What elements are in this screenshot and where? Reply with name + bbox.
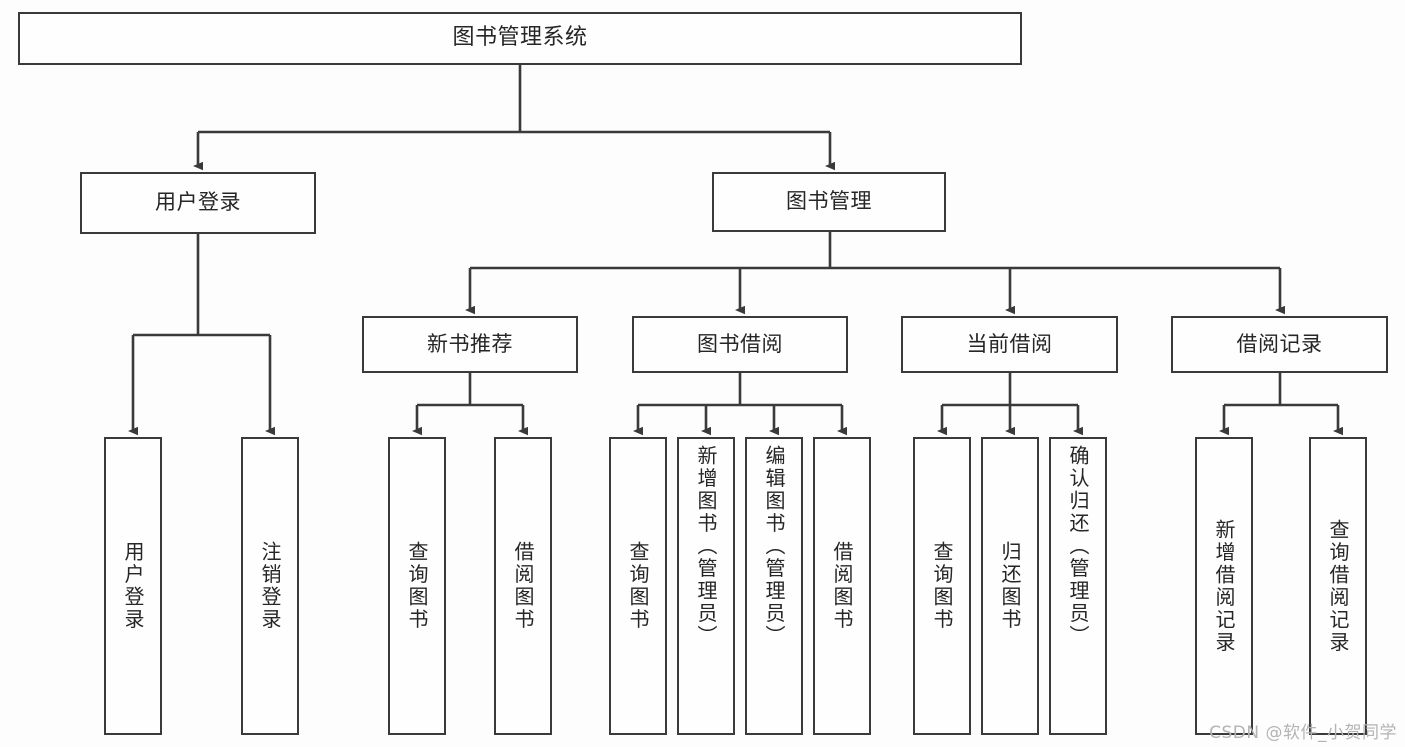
node-book-borrow-label: 图书借阅 (697, 331, 783, 356)
node-leaf-borrow-book-1-label: 借阅图书 (511, 541, 535, 631)
node-leaf-confirm-return[interactable]: 确认归还（管理员） (1049, 437, 1107, 735)
node-borrow-record[interactable]: 借阅记录 (1171, 316, 1388, 373)
node-leaf-user-login[interactable]: 用户登录 (104, 437, 162, 735)
node-leaf-borrow-book-2-label: 借阅图书 (830, 541, 854, 631)
node-leaf-query-book-2-label: 查询图书 (626, 541, 650, 631)
node-root-system[interactable]: 图书管理系统 (18, 12, 1022, 65)
node-leaf-query-record[interactable]: 查询借阅记录 (1309, 437, 1367, 735)
node-leaf-query-book-3-label: 查询图书 (930, 541, 954, 631)
node-leaf-add-book-label: 新增图书（管理员） (694, 445, 718, 648)
node-user-login[interactable]: 用户登录 (80, 172, 316, 234)
node-current-borrow-label: 当前借阅 (966, 331, 1053, 356)
node-leaf-logout-login[interactable]: 注销登录 (241, 437, 299, 735)
node-leaf-add-record[interactable]: 新增借阅记录 (1195, 437, 1253, 735)
node-leaf-query-book-1-label: 查询图书 (405, 541, 429, 631)
node-leaf-borrow-book-1[interactable]: 借阅图书 (494, 437, 552, 735)
node-leaf-logout-login-label: 注销登录 (258, 541, 282, 631)
node-leaf-borrow-book-2[interactable]: 借阅图书 (813, 437, 871, 735)
node-leaf-query-book-2[interactable]: 查询图书 (609, 437, 667, 735)
node-new-book-recommend[interactable]: 新书推荐 (362, 316, 578, 373)
node-leaf-user-login-label: 用户登录 (121, 541, 145, 631)
watermark-text: CSDN @软件_小贺同学 (1209, 723, 1397, 743)
node-book-manage-label: 图书管理 (786, 189, 872, 214)
node-current-borrow[interactable]: 当前借阅 (901, 316, 1118, 373)
node-leaf-edit-book[interactable]: 编辑图书（管理员） (745, 437, 803, 735)
node-borrow-record-label: 借阅记录 (1236, 331, 1323, 356)
node-new-book-recommend-label: 新书推荐 (427, 331, 513, 356)
node-leaf-query-book-1[interactable]: 查询图书 (388, 437, 446, 735)
node-leaf-edit-book-label: 编辑图书（管理员） (762, 445, 786, 648)
node-book-manage[interactable]: 图书管理 (712, 172, 946, 232)
node-leaf-add-book[interactable]: 新增图书（管理员） (677, 437, 735, 735)
node-leaf-query-book-3[interactable]: 查询图书 (913, 437, 971, 735)
node-leaf-confirm-return-label: 确认归还（管理员） (1066, 445, 1090, 648)
node-leaf-return-book[interactable]: 归还图书 (981, 437, 1039, 735)
node-user-login-label: 用户登录 (155, 190, 241, 215)
node-leaf-return-book-label: 归还图书 (998, 541, 1022, 631)
node-root-system-label: 图书管理系统 (452, 25, 588, 51)
node-leaf-add-record-label: 新增借阅记录 (1212, 518, 1236, 654)
node-book-borrow[interactable]: 图书借阅 (632, 316, 848, 373)
node-leaf-query-record-label: 查询借阅记录 (1326, 518, 1350, 654)
